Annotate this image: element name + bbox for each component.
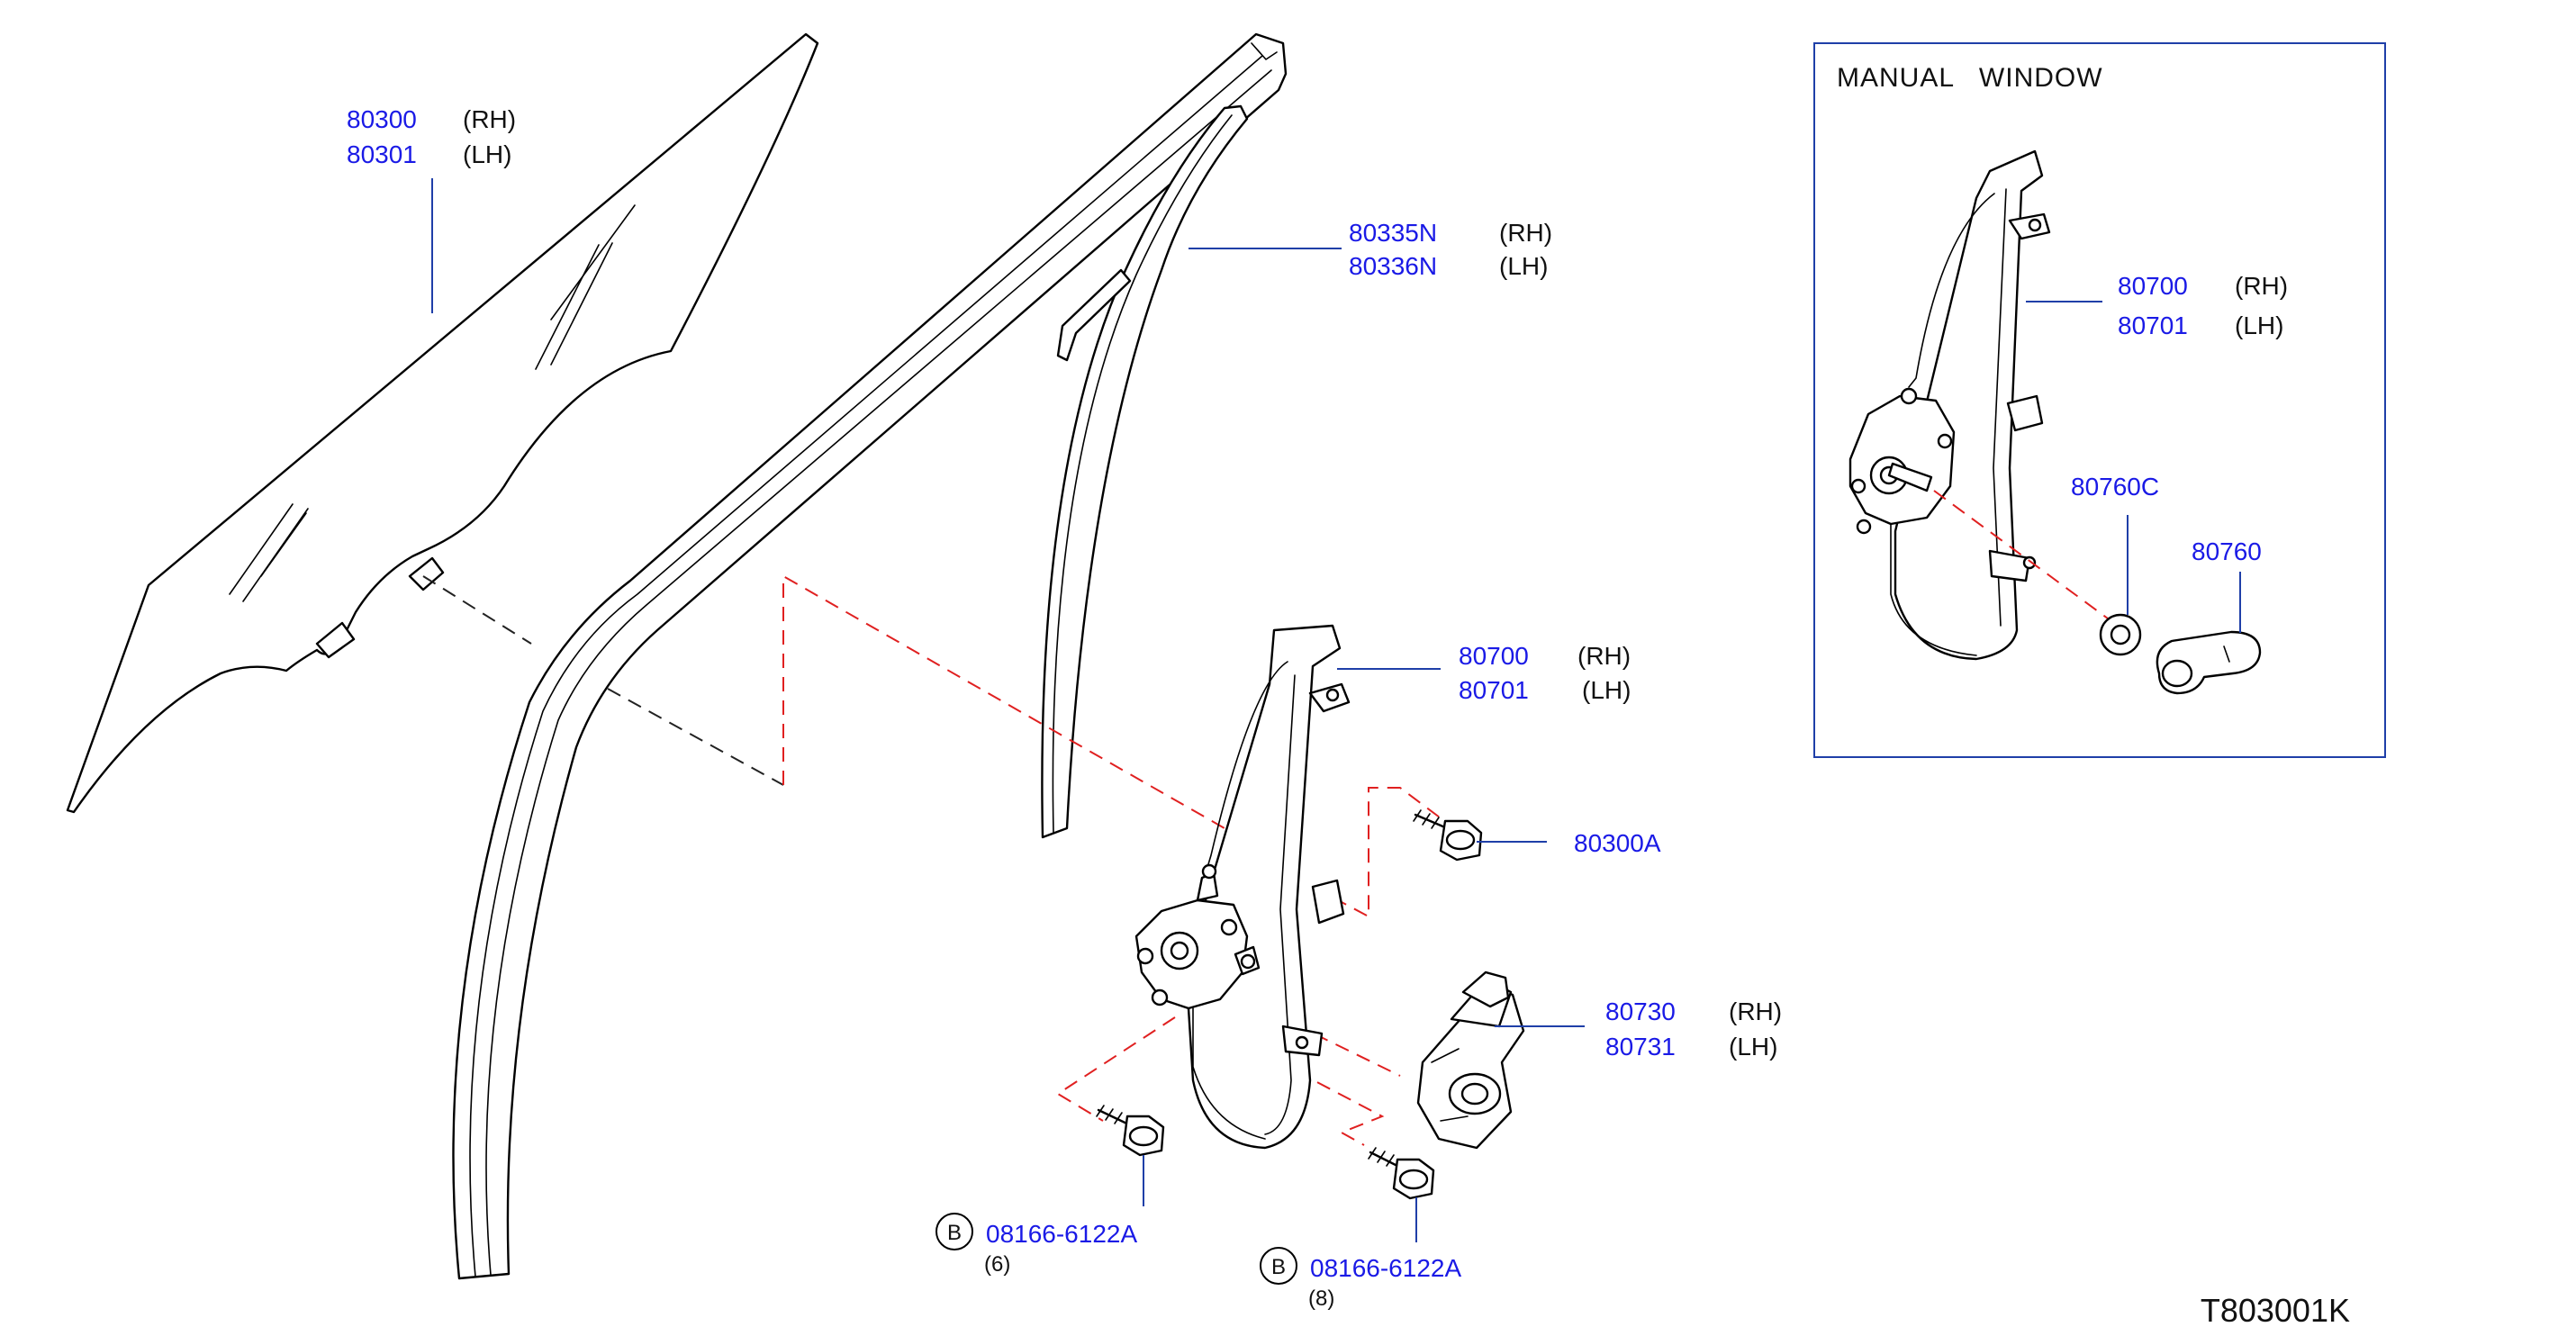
window-handle-escutcheon — [2099, 613, 2142, 656]
glass-reference-line — [422, 575, 532, 645]
marker-circle — [1260, 1247, 1297, 1285]
manual-window-regulator — [1848, 149, 2051, 661]
side-designator: (LH) — [1582, 676, 1631, 704]
side-designator: (RH) — [463, 105, 516, 133]
part-number: 80700 — [2118, 272, 2188, 300]
side-designator: (RH) — [2235, 272, 2288, 300]
quantity: (6) — [984, 1252, 1010, 1277]
callout-escutcheon: 80760C — [2071, 473, 2159, 501]
part-number: 80301 — [347, 140, 417, 168]
glass-reference-line-2 — [607, 688, 784, 786]
callout-handle: 80760 — [2192, 537, 2262, 565]
part-number: 80300A — [1574, 829, 1661, 857]
part-number: 80730 — [1605, 997, 1676, 1025]
side-designator: (LH) — [463, 140, 511, 168]
part-number: 80300 — [347, 105, 417, 133]
side-designator: (LH) — [1729, 1033, 1777, 1061]
side-designator: (LH) — [1499, 252, 1548, 280]
part-number: 80760C — [2071, 473, 2159, 501]
window-crank-handle — [2156, 630, 2262, 695]
marker-letter: B — [947, 1221, 962, 1245]
callout-glass: 80300 (RH) 80301 (LH) — [347, 105, 516, 168]
part-number: 80731 — [1605, 1033, 1676, 1061]
part-number: 08166-6122A — [1310, 1254, 1461, 1282]
door-sash-channel — [452, 32, 1288, 1280]
door-glass — [66, 32, 819, 814]
part-number: 80335N — [1349, 219, 1437, 247]
side-designator: (RH) — [1499, 219, 1552, 247]
reference-dashes — [782, 574, 1455, 1146]
callout-sash: 80335N (RH) 80336N (LH) — [1349, 219, 1552, 280]
marker-circle — [935, 1213, 973, 1250]
part-number: 80701 — [2118, 311, 2188, 339]
power-window-regulator — [1134, 624, 1351, 1150]
callout-regulator: 80700 (RH) 80701 (LH) — [1459, 642, 1631, 704]
callout-bolt-a: B 08166-6122A (6) — [935, 1213, 1137, 1277]
inset-title: MANUAL WINDOW — [1837, 63, 2103, 93]
glass-bolt — [1413, 809, 1483, 862]
part-number: 08166-6122A — [986, 1220, 1137, 1248]
marker-letter: B — [1271, 1255, 1286, 1279]
regulator-bolt-b — [1368, 1147, 1435, 1200]
part-number: 80760 — [2192, 537, 2262, 565]
side-designator: (RH) — [1577, 642, 1631, 670]
part-number: 80701 — [1459, 676, 1529, 704]
front-sash — [1041, 104, 1249, 839]
regulator-bolt-a — [1096, 1105, 1165, 1157]
inset-reference-dash — [1933, 490, 2112, 622]
callout-motor: 80730 (RH) 80731 (LH) — [1605, 997, 1782, 1061]
callout-glass-bolt: 80300A — [1574, 829, 1661, 857]
side-designator: (RH) — [1729, 997, 1782, 1025]
quantity: (8) — [1308, 1286, 1334, 1311]
callout-bolt-b: B 08166-6122A (8) — [1260, 1247, 1461, 1311]
callout-inset-regulator: 80700 (RH) 80701 (LH) — [2118, 272, 2288, 339]
diagram-code: T803001K — [2201, 1292, 2350, 1329]
side-designator: (LH) — [2235, 311, 2283, 339]
leader-lines — [431, 178, 2241, 1242]
part-number: 80336N — [1349, 252, 1437, 280]
part-number: 80700 — [1459, 642, 1529, 670]
window-motor — [1416, 970, 1525, 1150]
manual-window-inset-frame — [1813, 42, 2386, 758]
